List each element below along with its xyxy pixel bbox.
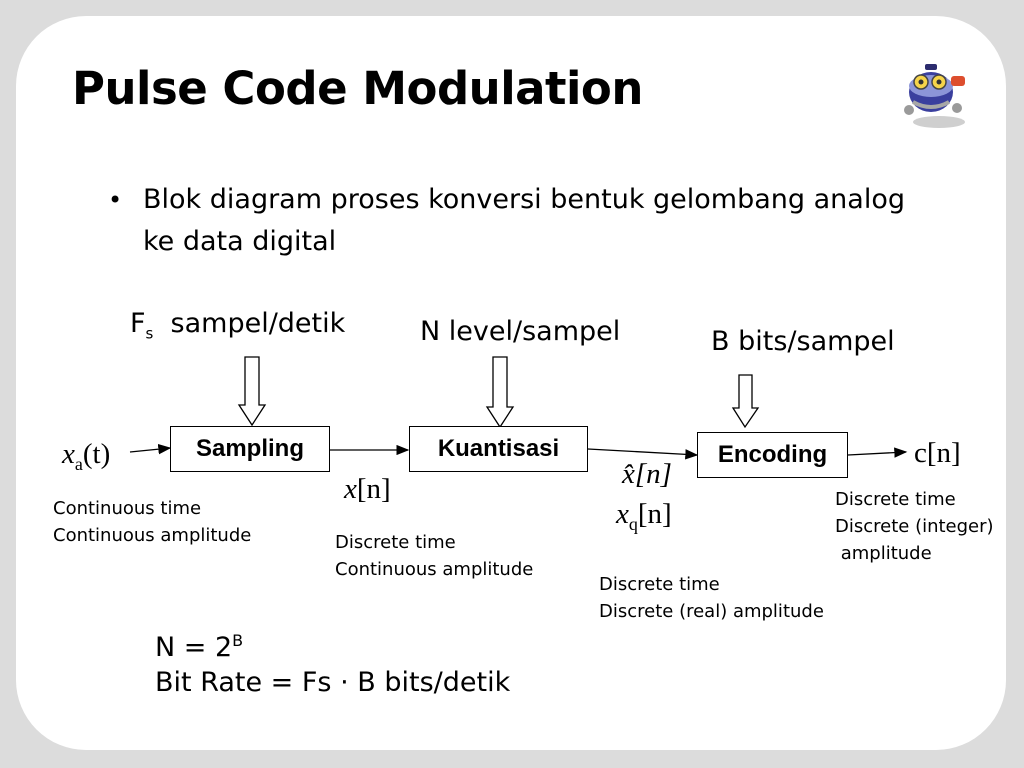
output-arrow (847, 447, 908, 458)
bullet-marker: • (108, 186, 123, 214)
output-signal-label: c[n] (914, 437, 961, 469)
fs-down-arrow (237, 356, 267, 427)
quantized-hat-signal-label: x̂[n] (622, 458, 672, 490)
sampling-block: Sampling (170, 426, 330, 472)
encoding-block: Encoding (697, 432, 848, 478)
quant-to-encoding-arrow (587, 448, 699, 460)
sampled-signal-label: x[n] (344, 473, 391, 505)
b-down-arrow (731, 374, 760, 429)
input-note: Continuous time Continuous amplitude (53, 498, 252, 546)
bit-rate-formula: Bit Rate = Fs · B bits/detik (155, 667, 511, 698)
quantization-block: Kuantisasi (409, 426, 588, 472)
quantized-signal-label: xq[n] (616, 498, 672, 534)
quantized-note: Discrete time Discrete (real) amplitude (599, 574, 824, 622)
quantization-levels-label: N level/sampel (420, 316, 621, 347)
encoded-note: Discrete time Discrete (integer) amplitu… (835, 489, 994, 564)
input-signal-label: xa(t) (62, 438, 111, 474)
sampled-note: Discrete time Continuous amplitude (335, 532, 534, 580)
bits-per-sample-label: B bits/sampel (711, 326, 895, 357)
page-title: Pulse Code Modulation (72, 62, 643, 115)
robot-mascot-icon (904, 64, 965, 128)
n-down-arrow (485, 356, 515, 429)
input-arrow (129, 443, 172, 455)
bullet-text: Blok diagram proses konversi bentuk gelo… (143, 184, 905, 257)
sampling-rate-label: Fs sampel/detik (130, 308, 346, 343)
slide-background (16, 16, 1006, 750)
levels-formula: N = 2B (155, 631, 244, 663)
